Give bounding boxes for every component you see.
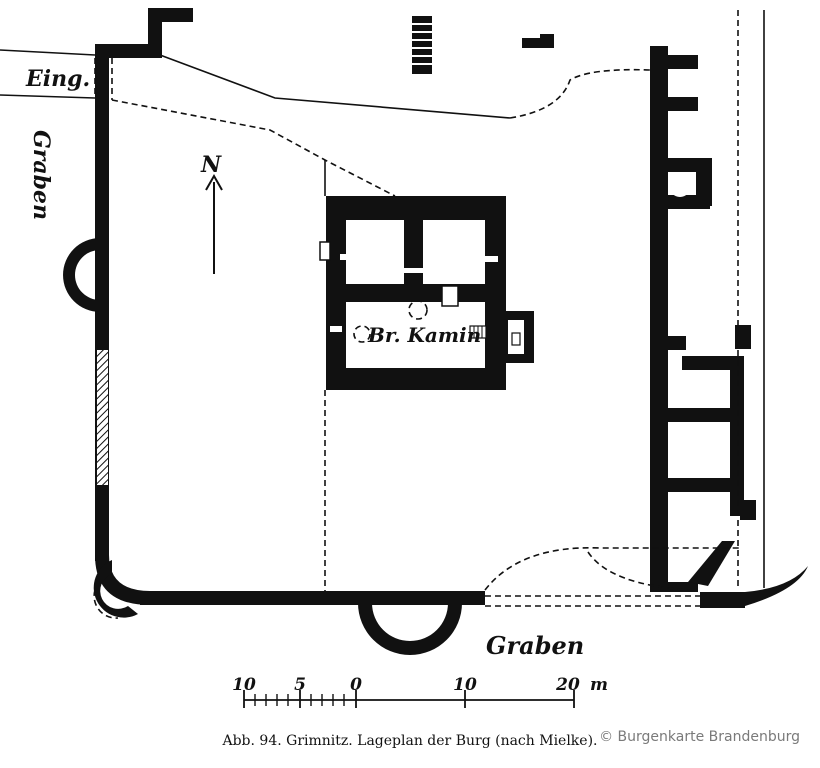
keep-building: Br. Kamin xyxy=(319,196,534,390)
scale-tick-label: 10 xyxy=(453,675,477,695)
scale-bar: 10 5 0 10 20 m xyxy=(232,675,608,708)
fireplace-label: Br. Kamin xyxy=(367,323,481,347)
scale-tick-label: 5 xyxy=(294,675,306,695)
southwest-tower xyxy=(93,560,138,618)
moat-west-label: Graben xyxy=(28,130,54,220)
south-wall xyxy=(140,591,485,605)
north-arrow: N xyxy=(200,152,223,274)
figure-caption: Abb. 94. Grimnitz. Lageplan der Burg (na… xyxy=(221,733,597,749)
entrance-label: Eing. xyxy=(25,66,90,92)
southeast-spur xyxy=(745,566,808,606)
northwest-corner xyxy=(95,8,193,58)
moat-south-label: Graben xyxy=(486,631,584,660)
scale-tick-label: 10 xyxy=(232,675,256,695)
wall-fragment-north xyxy=(522,34,554,48)
dashed-outlines xyxy=(94,10,740,607)
hatched-wall-section xyxy=(97,350,108,485)
west-tower xyxy=(63,238,100,312)
scale-tick-label: 0 xyxy=(350,675,362,695)
stair-remains xyxy=(412,16,432,74)
south-tower xyxy=(358,603,462,655)
west-wall xyxy=(95,46,109,561)
boundary-lines xyxy=(0,10,765,588)
southeast-block xyxy=(700,592,745,608)
copyright-notice: © Burgenkarte Brandenburg xyxy=(599,729,800,745)
east-wall xyxy=(650,46,756,592)
north-label: N xyxy=(200,152,222,178)
scale-unit: m xyxy=(590,675,608,695)
scale-tick-label: 20 xyxy=(555,675,580,695)
